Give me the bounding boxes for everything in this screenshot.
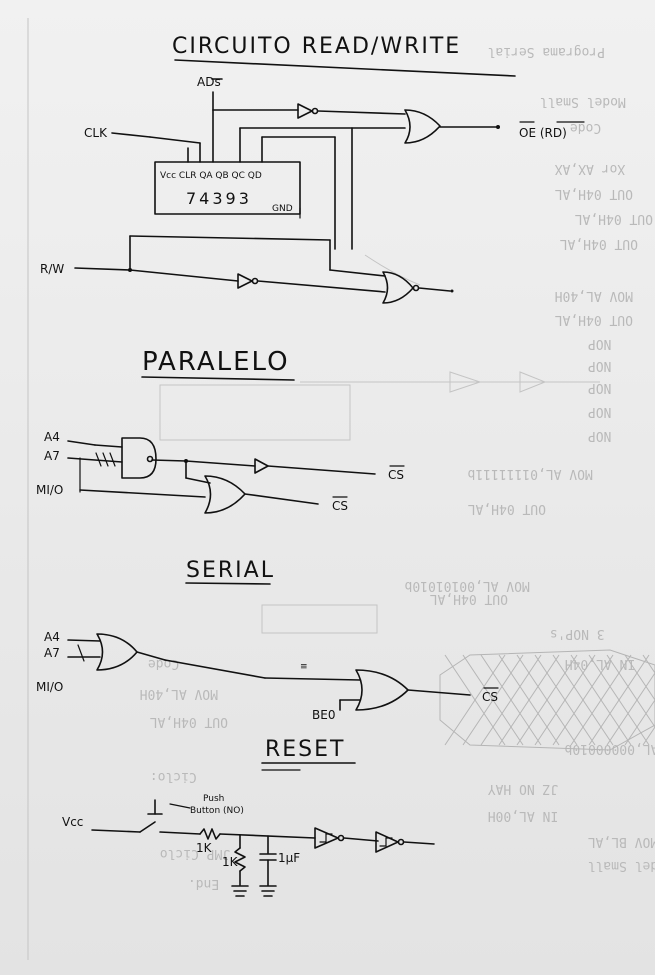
reset-r1-label: 1K bbox=[196, 841, 213, 855]
serial-mio-label: MI/O bbox=[36, 680, 63, 694]
background-note: OUT 04H,AL bbox=[555, 186, 633, 201]
background-note: NOP bbox=[588, 336, 612, 351]
background-note: Ciclo: bbox=[150, 769, 197, 784]
reset-title: RESET bbox=[265, 737, 346, 762]
background-note: OUT 04H,AL bbox=[555, 312, 633, 327]
paralelo-and-gate bbox=[121, 437, 157, 479]
background-note: IN AL,00H bbox=[488, 808, 558, 823]
title-underline bbox=[174, 59, 516, 77]
background-note: NOP bbox=[588, 380, 612, 395]
clk-label: CLK bbox=[84, 126, 108, 140]
background-note: MOV BL,AL bbox=[588, 834, 655, 849]
paralelo-a7-label: A7 bbox=[44, 449, 60, 463]
reset-vcc-label: Vcc bbox=[62, 815, 83, 829]
rw-label: R/W bbox=[40, 262, 64, 276]
paralelo-buffer bbox=[254, 458, 269, 474]
background-note: Code bbox=[148, 656, 179, 671]
background-note: MOV AL,01111111b bbox=[467, 466, 592, 481]
background-note: 3 NOP's bbox=[550, 626, 605, 641]
serial-be0-label: BE0 bbox=[312, 708, 335, 722]
background-note: TEST AL,00000010b bbox=[564, 741, 655, 756]
reset-push-label: Push bbox=[203, 794, 224, 804]
paralelo-title: PARALELO bbox=[142, 347, 290, 377]
paralelo-cs1-label: CS bbox=[388, 468, 404, 482]
background-note: OUT 04H,AL bbox=[150, 714, 228, 729]
reset-resistor-2 bbox=[234, 847, 246, 872]
oe-or-gate bbox=[404, 109, 441, 144]
chip-label: 74393 bbox=[186, 189, 252, 208]
read-write-title: CIRCUITO READ/WRITE bbox=[172, 34, 461, 59]
serial-title: SERIAL bbox=[186, 558, 275, 583]
background-note: OUT 04H,AL bbox=[430, 591, 508, 606]
chip-74393 bbox=[154, 161, 301, 215]
background-note: NOP bbox=[588, 428, 612, 443]
background-note: Model Small bbox=[540, 94, 626, 109]
ghost-shapes bbox=[27, 18, 600, 960]
background-note: OUT 04H,AL bbox=[560, 236, 638, 251]
chip-pins: Vcc CLR QA QB QC QD bbox=[160, 171, 262, 181]
serial-a4-label: A4 bbox=[44, 630, 60, 644]
background-note: Programa Serial bbox=[488, 44, 605, 59]
reset-resistor-1 bbox=[199, 828, 221, 840]
serial-a7-label: A7 bbox=[44, 646, 60, 660]
paralelo-section: PARALELO A4 A7 CS MI/O CS bbox=[36, 347, 405, 514]
serial-cs-gate bbox=[355, 669, 409, 711]
reset-r2-label: 1K bbox=[222, 855, 239, 869]
ads-inverter bbox=[297, 103, 313, 119]
background-note: MOV AL,40H bbox=[555, 288, 633, 303]
serial-or-gate bbox=[96, 633, 138, 671]
reset-inverter-2 bbox=[375, 831, 399, 853]
background-note: JMP Ciclo bbox=[160, 846, 230, 861]
rw-or-gate bbox=[382, 271, 414, 304]
background-note: MOV AL,40H bbox=[140, 686, 218, 701]
paralelo-mio-label: MI/O bbox=[36, 483, 63, 497]
reset-inverter-1 bbox=[314, 827, 339, 849]
reset-cap-label: 1µF bbox=[278, 851, 300, 865]
background-note: End. bbox=[188, 876, 219, 891]
background-note: OUT 04H,AL bbox=[575, 211, 653, 226]
serial-section: SERIAL A4 A7 ≡ MI/O BE0 CS bbox=[36, 558, 499, 722]
background-note: IN AL,04H bbox=[565, 656, 635, 671]
background-note: Code bbox=[570, 120, 601, 135]
background-note: Xor AX,AX bbox=[555, 161, 626, 176]
background-note: Model Small bbox=[588, 858, 655, 873]
paralelo-a4-label: A4 bbox=[44, 430, 60, 444]
background-note: OUT 04H,AL bbox=[468, 501, 546, 516]
background-note: NOP bbox=[588, 358, 612, 373]
hatched-area bbox=[439, 649, 655, 751]
paralelo-cs2-label: CS bbox=[332, 499, 348, 513]
chip-gnd: GND bbox=[272, 204, 293, 214]
read-write-section: CIRCUITO READ/WRITE Vcc CLR QA QB QC QD … bbox=[40, 34, 585, 304]
background-note: JZ NO HAY bbox=[488, 781, 559, 796]
rw-inverter bbox=[237, 273, 253, 289]
paralelo-or-gate bbox=[204, 475, 246, 514]
reset-section: RESET Vcc Push Button (NO) 1K 1K 1µF bbox=[62, 737, 435, 897]
reset-button-label: Button (NO) bbox=[190, 806, 244, 816]
ads-label: ADs bbox=[197, 75, 221, 89]
oe-label: OE (RD) bbox=[519, 126, 567, 140]
background-note: NOP bbox=[588, 404, 612, 419]
background-note: MOV AL,00101010b bbox=[404, 578, 529, 593]
serial-cs-label: CS bbox=[482, 690, 498, 704]
serial-symbol: ≡ bbox=[300, 662, 308, 672]
